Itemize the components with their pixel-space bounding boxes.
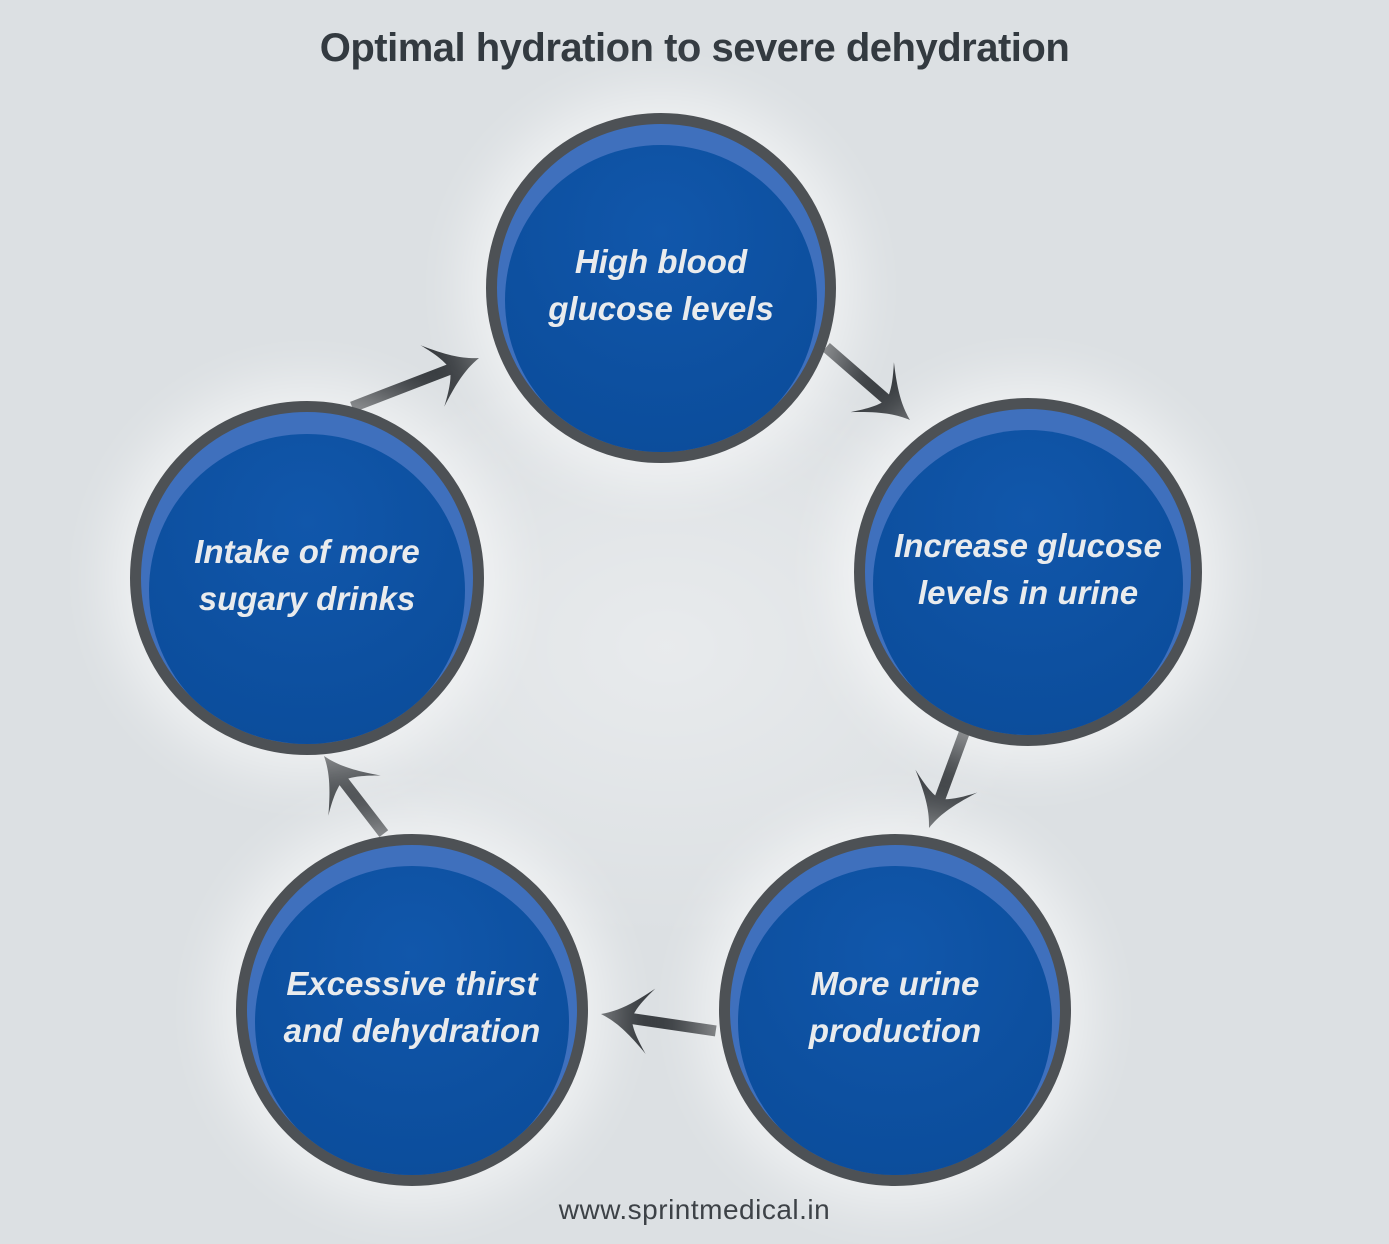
node-label-line: More urine xyxy=(810,965,980,1003)
node-label: Increase glucose levels in urine xyxy=(894,523,1162,621)
cycle-node-more-urine-production: More urine production xyxy=(719,834,1071,1186)
node-label-line: production xyxy=(808,1012,982,1049)
diagram-title: Optimal hydration to severe dehydration xyxy=(319,26,1070,70)
node-label-line: levels in urine xyxy=(917,574,1139,611)
cycle-node-increase-glucose-levels-in-urine: Increase glucose levels in urine xyxy=(854,398,1202,746)
node-label-line: Intake of more xyxy=(194,533,420,571)
node-label-line: Excessive thirst xyxy=(286,965,538,1003)
node-label-line: High blood xyxy=(574,243,748,281)
cycle-node-high-blood-glucose-levels: High blood glucose levels xyxy=(486,113,836,463)
node-label-line: sugary drinks xyxy=(198,580,416,617)
node-label: High blood glucose levels xyxy=(548,239,774,337)
arrow-urine-production-to-thirst-icon xyxy=(596,981,717,1054)
website-url: www.sprintmedical.in xyxy=(558,1194,831,1225)
node-label-line: Increase glucose xyxy=(894,527,1162,565)
node-label: Intake of more sugary drinks xyxy=(194,529,420,627)
node-label-line: and dehydration xyxy=(283,1012,541,1049)
cycle-node-excessive-thirst-and-dehydration: Excessive thirst and dehydration xyxy=(236,834,588,1186)
cycle-node-intake-of-more-sugary-drinks: Intake of more sugary drinks xyxy=(130,401,484,755)
node-label: Excessive thirst and dehydration xyxy=(284,961,541,1059)
node-label: More urine production xyxy=(809,961,981,1059)
node-label-line: glucose levels xyxy=(548,290,774,327)
